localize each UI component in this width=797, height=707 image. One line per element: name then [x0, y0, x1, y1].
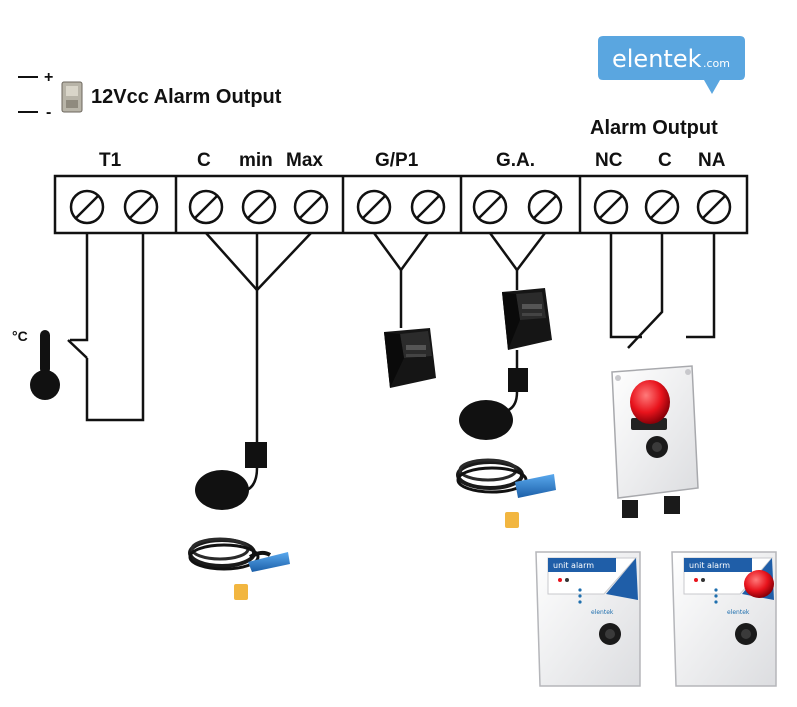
float-ball [195, 470, 249, 510]
float-body-right [515, 474, 556, 498]
panel-brand-right: elentek [727, 609, 750, 616]
wire-gp1-branch [372, 232, 430, 273]
ga-connector-plug [502, 288, 552, 350]
control-panel-right: unit alarm elentek [671, 551, 777, 687]
terminal-label-max: Max [286, 150, 323, 171]
float-cap-right [505, 512, 519, 528]
terminal-label-nc: NC [595, 150, 623, 171]
gp1-connector-plug [384, 328, 436, 388]
screw-c2 [644, 189, 680, 225]
thermometer-icon: °C [12, 328, 60, 400]
screw-na [696, 189, 732, 225]
float-cap-left [234, 584, 248, 600]
connector-icon [61, 81, 83, 113]
alarm-output-group-label: Alarm Output [590, 117, 718, 139]
screw-ga-a [472, 189, 508, 225]
panel-beacon-right [744, 570, 774, 598]
float-ball-ga [459, 400, 513, 440]
wire-c [627, 233, 664, 349]
alarm-output-legend: + - 12Vcc Alarm Output [18, 69, 282, 121]
elentek-logo[interactable]: elentek .com [598, 36, 745, 94]
wiring [67, 232, 716, 442]
terminal-label-t1: T1 [99, 150, 122, 171]
wire-na [686, 233, 716, 339]
screw-ga-b [527, 189, 563, 225]
screw-nc [593, 189, 629, 225]
float-cable-right [456, 458, 556, 528]
thermostat-switch [67, 339, 88, 359]
plus-sign: + [44, 69, 53, 86]
terminal-label-na: NA [698, 150, 726, 171]
screw-t1-b [123, 189, 159, 225]
terminal-strip [53, 174, 749, 235]
level-float-switch [195, 442, 267, 510]
screw-c [188, 189, 224, 225]
terminal-label-min: min [239, 150, 273, 171]
screw-gp1-b [410, 189, 446, 225]
wire-nc [609, 233, 642, 339]
float-body-left [248, 552, 290, 572]
wire-t1-b [85, 233, 145, 422]
terminal-label-c: C [197, 150, 211, 171]
terminal-label-c2: C [658, 150, 672, 171]
panel-label-left: unit alarm [553, 561, 594, 570]
logo-suffix: .com [703, 57, 730, 70]
float-cable-left [188, 537, 290, 600]
screw-min [241, 189, 277, 225]
temp-unit-label: °C [12, 328, 28, 344]
terminal-screws [69, 189, 732, 225]
wire-ga-branch [488, 232, 546, 273]
ga-float-switch [459, 368, 528, 440]
alarm-output-12v-label: 12Vcc Alarm Output [91, 86, 282, 108]
screw-t1-a [69, 189, 105, 225]
beacon-alarm-box [611, 365, 699, 518]
terminal-label-gp1: G/P1 [375, 150, 419, 171]
minus-sign: - [46, 104, 51, 121]
terminal-label-ga: G.A. [496, 150, 535, 171]
logo-text: elentek [612, 45, 702, 73]
red-beacon-light [630, 380, 670, 424]
panel-brand-left: elentek [591, 609, 614, 616]
wire-t1-a [70, 233, 89, 342]
screw-max [293, 189, 329, 225]
screw-gp1-a [356, 189, 392, 225]
wire-level-branch [205, 232, 312, 292]
panel-label-right: unit alarm [689, 561, 730, 570]
control-panel-left: unit alarm elentek [535, 551, 641, 687]
